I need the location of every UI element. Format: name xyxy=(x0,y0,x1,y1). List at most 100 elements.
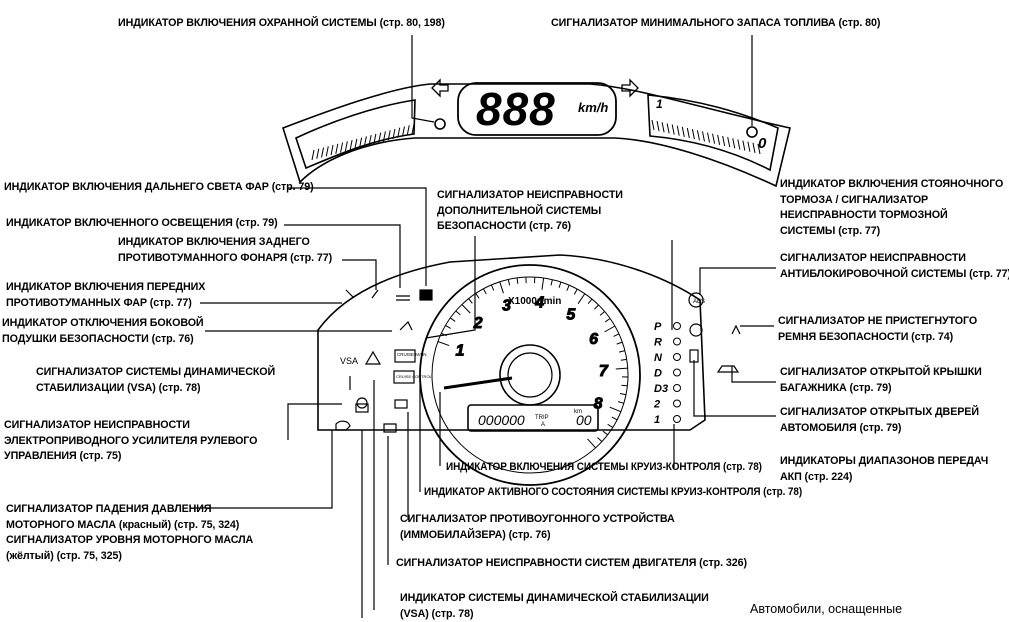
label-high-beam: ИНДИКАТОР ВКЛЮЧЕНИЯ ДАЛЬНЕГО СВЕТА ФАР (… xyxy=(4,180,314,196)
gear-letter: D xyxy=(654,368,662,380)
fuel-gauge-segment xyxy=(738,139,740,149)
fuel-gauge-segment xyxy=(652,120,654,130)
cruise-main-icon: CRUISE MAIN xyxy=(397,352,427,357)
fuel-gauge-segment xyxy=(702,131,704,141)
speed-unit: km/h xyxy=(578,100,608,115)
fuel-gauge-segment xyxy=(697,130,699,140)
tachometer-hub-inner xyxy=(508,353,552,397)
temp-gauge-segment xyxy=(341,143,343,153)
gear-letter: 2 xyxy=(653,399,660,411)
fuel-gauge-segment xyxy=(662,122,664,132)
fuel-gauge-segment xyxy=(708,133,710,143)
trip-sub: A xyxy=(541,422,545,428)
rpm-label: 6 xyxy=(589,331,598,348)
security-led xyxy=(435,119,445,129)
gear-led xyxy=(674,338,681,345)
callout-trunk xyxy=(732,366,776,382)
rpm-tick xyxy=(616,368,628,369)
label-fuel: СИГНАЛИЗАТОР МИНИМАЛЬНОГО ЗАПАСА ТОПЛИВА… xyxy=(551,16,880,32)
label-cruise-main: ИНДИКАТОР ВКЛЮЧЕНИЯ СИСТЕМЫ КРУИЗ-КОНТРО… xyxy=(446,460,762,476)
rpm-label: 8 xyxy=(594,396,603,413)
temp-gauge-segment xyxy=(407,125,409,135)
trip-value: 00 xyxy=(576,412,592,428)
fuel-gauge-segment xyxy=(682,127,684,137)
rpm-tick xyxy=(614,334,619,337)
fuel-gauge-segment xyxy=(723,136,725,146)
fuel-led xyxy=(747,127,757,137)
rpm-label: 2 xyxy=(473,315,483,332)
vsa-icon: VSA xyxy=(340,356,358,366)
label-security: ИНДИКАТОР ВКЛЮЧЕНИЯ ОХРАННОЙ СИСТЕМЫ (ст… xyxy=(118,16,445,32)
label-lights-on: ИНДИКАТОР ВКЛЮЧЕННОГО ОСВЕЩЕНИЯ (стр. 79… xyxy=(6,216,278,232)
tachometer-hub-outer xyxy=(500,345,560,405)
rpm-unit: X1000r/min xyxy=(508,296,561,307)
gear-led xyxy=(674,385,681,392)
fuel-gauge-segment xyxy=(692,129,694,139)
label-immobilizer: СИГНАЛИЗАТОР ПРОТИВОУГОННОГО УСТРОЙСТВА(… xyxy=(400,512,675,543)
odometer-value: 000000 xyxy=(478,412,525,428)
fuel-gauge-segment xyxy=(743,141,745,151)
rpm-tick xyxy=(588,439,596,448)
rpm-label: 5 xyxy=(566,307,576,324)
rpm-tick xyxy=(508,279,509,285)
callout-rear-fog xyxy=(342,260,376,290)
rpm-tick xyxy=(551,280,552,286)
rpm-tick xyxy=(574,289,577,294)
fuel-gauge-segment xyxy=(718,135,720,145)
fuel-gauge-segment xyxy=(672,125,674,135)
gear-letter: P xyxy=(654,321,662,333)
left-gauge-window xyxy=(296,100,415,168)
fuel-gauge-segment xyxy=(677,126,679,136)
rpm-tick xyxy=(483,289,486,294)
rpm-tick xyxy=(598,438,602,442)
brake-circle-icon xyxy=(690,324,702,336)
temp-gauge-segment xyxy=(326,146,328,156)
rpm-tick xyxy=(618,402,624,404)
rpm-tick xyxy=(608,424,613,427)
fuel-gauge-segment xyxy=(753,143,755,153)
gear-letter: D3 xyxy=(654,383,668,395)
gear-led xyxy=(674,323,681,330)
gear-led xyxy=(674,416,681,423)
gear-letter: N xyxy=(654,352,663,364)
oil-can-icon xyxy=(336,421,350,430)
rpm-tick xyxy=(456,311,461,315)
rpm-tick xyxy=(578,294,585,304)
rpm-tick xyxy=(610,407,621,411)
rpm-tick xyxy=(594,305,598,309)
left-turn-arrow-icon xyxy=(432,80,448,96)
rpm-tick xyxy=(450,318,455,321)
lights-on-icon xyxy=(396,296,410,300)
fuel-gauge-segment xyxy=(748,142,750,152)
rpm-tick xyxy=(588,299,592,304)
rpm-tick xyxy=(600,311,605,315)
rpm-tick xyxy=(476,293,479,298)
rpm-tick xyxy=(517,278,518,284)
temp-mark: 1 xyxy=(656,97,663,111)
vsa-warning-triangle-icon xyxy=(366,352,380,364)
fuel-gauge-segment xyxy=(713,134,715,144)
rpm-tick xyxy=(462,305,470,314)
speed-digits: 888 xyxy=(476,83,556,135)
temp-gauge-segment xyxy=(345,141,347,151)
rpm-tick xyxy=(620,393,626,394)
rpm-tick xyxy=(604,326,614,332)
label-engine: СИГНАЛИЗАТОР НЕИСПРАВНОСТИ СИСТЕМ ДВИГАТ… xyxy=(396,556,747,572)
temp-gauge-segment xyxy=(317,149,319,159)
rpm-tick xyxy=(612,417,617,420)
rpm-tick xyxy=(567,285,569,290)
rpm-tick xyxy=(542,278,544,290)
